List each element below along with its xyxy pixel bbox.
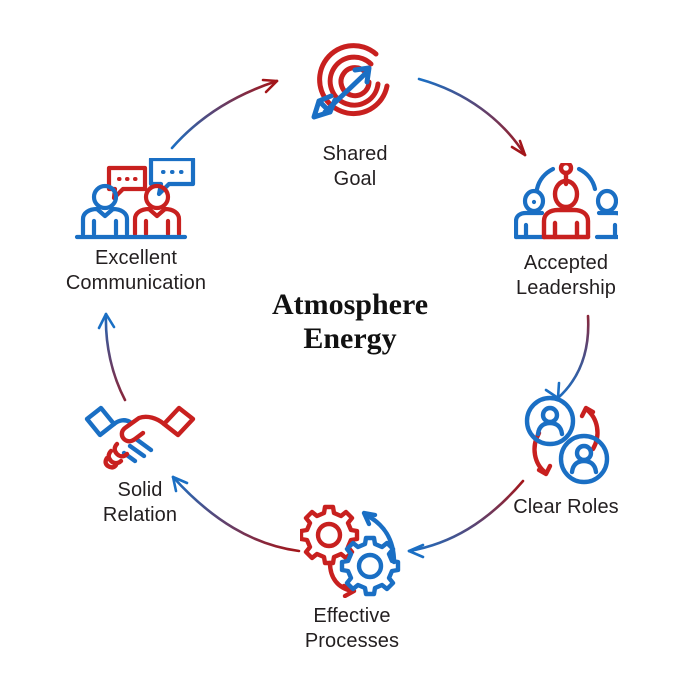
node-shared-goal[interactable]: Shared Goal: [255, 38, 455, 192]
node-clear-roles[interactable]: Clear Roles: [466, 393, 666, 520]
node-solid-relation[interactable]: Solid Relation: [40, 400, 240, 528]
node-label-effective-processes: Effective Processes: [304, 605, 400, 652]
handshake-icon: [84, 405, 196, 470]
arrow-roles-to-processes: [407, 479, 525, 559]
two-gears-icon: [300, 504, 401, 598]
node-effective-processes[interactable]: Effective Processes: [252, 500, 452, 654]
node-label-solid-relation: Solid Relation: [102, 479, 178, 526]
node-label-clear-roles: Clear Roles: [513, 496, 619, 518]
two-person-cycle-icon: [524, 395, 610, 485]
node-label-shared-goal: Shared Goal: [322, 143, 388, 190]
arrow-communication-to-goal: [170, 78, 279, 150]
target-arrow-icon: [311, 43, 390, 120]
node-accepted-leadership[interactable]: Accepted Leadership: [466, 163, 666, 301]
diagram-center-title: Atmosphere Energy: [271, 288, 429, 355]
arrow-processes-to-relation: [171, 475, 301, 553]
arrow-leadership-to-roles: [544, 314, 590, 400]
arrow-relation-to-communication: [97, 312, 127, 402]
two-people-speech-bubbles-icon: [74, 158, 196, 240]
node-label-excellent-communication: Excellent Communication: [65, 247, 207, 294]
node-label-accepted-leadership: Accepted Leadership: [516, 252, 616, 299]
node-excellent-communication[interactable]: Excellent Communication: [36, 158, 236, 296]
arrow-goal-to-leadership: [417, 77, 527, 157]
three-people-leader-icon: [514, 163, 618, 240]
